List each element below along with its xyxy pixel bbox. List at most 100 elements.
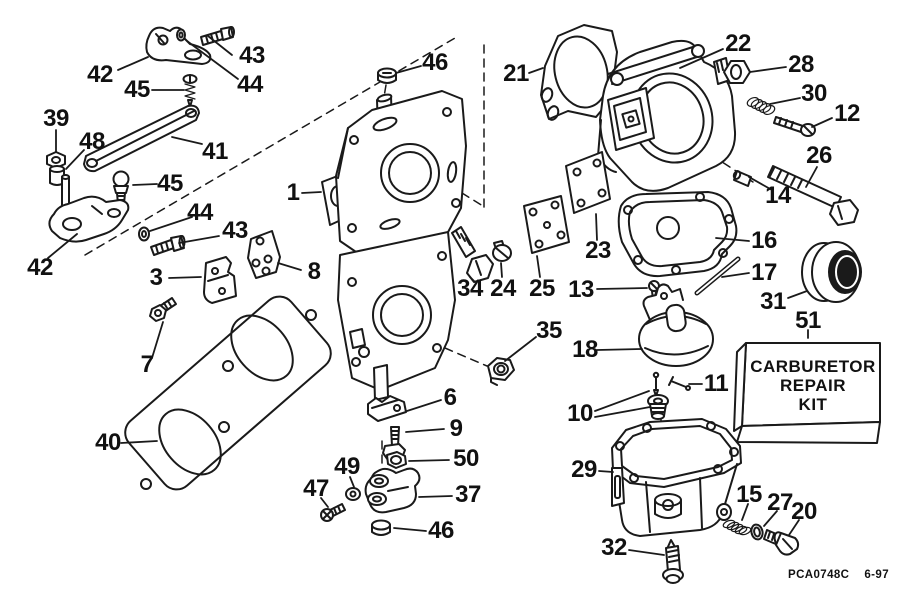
part-46-cap-bottom (371, 519, 391, 536)
part-18-float (638, 283, 714, 367)
callout-27-46: 27 (767, 489, 793, 516)
callout-43-1: 43 (239, 42, 265, 69)
callout-7-35: 7 (140, 351, 154, 378)
callout-43-17: 43 (222, 217, 248, 244)
callout-14-11: 14 (765, 182, 791, 209)
part-44-washer-mid (138, 226, 150, 242)
part-11-float-pin (668, 376, 691, 391)
callout-9-37: 9 (449, 415, 463, 442)
part-1-carburetor-body (321, 90, 467, 401)
callout-12-9: 12 (834, 100, 860, 127)
part-42-lever-bottom (48, 174, 130, 243)
part-34-bolt (451, 226, 494, 283)
callout-49-40: 49 (334, 453, 360, 480)
callout-42-0: 42 (87, 61, 113, 88)
callout-8-21: 8 (307, 258, 321, 285)
callout-16-27: 16 (751, 227, 777, 254)
part-41-link-rod (83, 104, 200, 173)
callout-45-15: 45 (157, 170, 183, 197)
part-23-plate (565, 151, 611, 214)
callout-10-34: 10 (567, 400, 593, 427)
callout-31-29: 31 (760, 288, 786, 315)
part-24-screw (492, 240, 512, 262)
drawing-code: PCA0748C 6-97 (788, 569, 889, 581)
callout-47-41: 47 (303, 475, 329, 502)
drawing-code-number: PCA0748C (788, 569, 850, 581)
part-8-plate (247, 230, 281, 279)
part-43-screw-mid (150, 235, 186, 256)
callout-18-32: 18 (572, 336, 598, 363)
callout-28-7: 28 (788, 51, 814, 78)
part-47-screw (320, 503, 346, 522)
repair-kit-label: CARBURETOR REPAIR KIT (746, 357, 880, 414)
callout-17-28: 17 (751, 259, 777, 286)
part-35-nut (487, 357, 515, 386)
callout-6-36: 6 (443, 384, 457, 411)
part-14-seat (732, 170, 752, 187)
callout-29-44: 29 (571, 456, 597, 483)
part-32-screw (662, 539, 684, 584)
callout-25-24: 25 (529, 275, 555, 302)
part-27-oring (750, 523, 764, 541)
part-15-spring (722, 519, 752, 536)
drawing-code-date: 6-97 (864, 569, 889, 581)
callout-39-12: 39 (43, 105, 69, 132)
part-50-nut (386, 451, 407, 469)
part-26-bolt (767, 165, 859, 226)
part-10-needle-and-jet (647, 371, 669, 420)
callout-50-38: 50 (453, 445, 479, 472)
callout-30-8: 30 (801, 80, 827, 107)
callout-23-25: 23 (585, 237, 611, 264)
callout-45-3: 45 (124, 76, 150, 103)
part-43-screw-top (200, 26, 235, 46)
callout-26-10: 26 (806, 142, 832, 169)
repair-kit-line3: KIT (798, 395, 828, 414)
callout-51-30: 51 (795, 307, 821, 334)
leader-lines (47, 35, 833, 556)
part-3-bracket (203, 256, 237, 304)
callout-20-47: 20 (791, 498, 817, 525)
part-31-cup (801, 241, 862, 303)
part-16-diaphragm-gasket (617, 191, 738, 278)
part-17-rod (694, 256, 741, 296)
part-30-spring (746, 96, 776, 116)
part-6-bracket (367, 395, 407, 422)
part-42-lever-top (145, 26, 212, 65)
callout-3-20: 3 (149, 264, 163, 291)
callout-44-16: 44 (187, 199, 213, 226)
callout-15-45: 15 (736, 481, 762, 508)
callout-1-18: 1 (286, 179, 300, 206)
callout-11-33: 11 (703, 370, 729, 397)
part-49-washer (345, 487, 361, 501)
callout-13-26: 13 (568, 276, 594, 303)
part-29-float-bowl (611, 418, 742, 537)
part-25-plate (523, 195, 570, 254)
repair-kit-line1: CARBURETOR (750, 357, 876, 376)
part-22-carburetor-cover (597, 39, 737, 192)
part-46-cap-top (377, 67, 397, 84)
callout-46-43: 46 (428, 517, 454, 544)
part-45-screw-top (182, 74, 198, 108)
part-20-plug-screw (763, 529, 800, 556)
part-51-repair-kit-box (733, 342, 881, 444)
part-12-screw (773, 116, 816, 137)
callout-34-22: 34 (457, 275, 483, 302)
callout-32-48: 32 (601, 534, 627, 561)
callout-24-23: 24 (490, 275, 516, 302)
repair-kit-line2: REPAIR (780, 376, 846, 395)
part-44-washer-top (176, 28, 186, 42)
callout-22-6: 22 (725, 30, 751, 57)
callout-44-2: 44 (237, 71, 263, 98)
callout-48-13: 48 (79, 128, 105, 155)
callout-42-19: 42 (27, 254, 53, 281)
part-28-bolt (713, 57, 751, 85)
callout-37-42: 37 (455, 481, 481, 508)
part-7-screw (149, 297, 177, 322)
part-40-intake-gasket (124, 295, 332, 491)
callout-21-5: 21 (503, 60, 529, 87)
callout-35-31: 35 (536, 317, 562, 344)
callout-40-39: 40 (95, 429, 121, 456)
callout-41-14: 41 (202, 138, 228, 165)
